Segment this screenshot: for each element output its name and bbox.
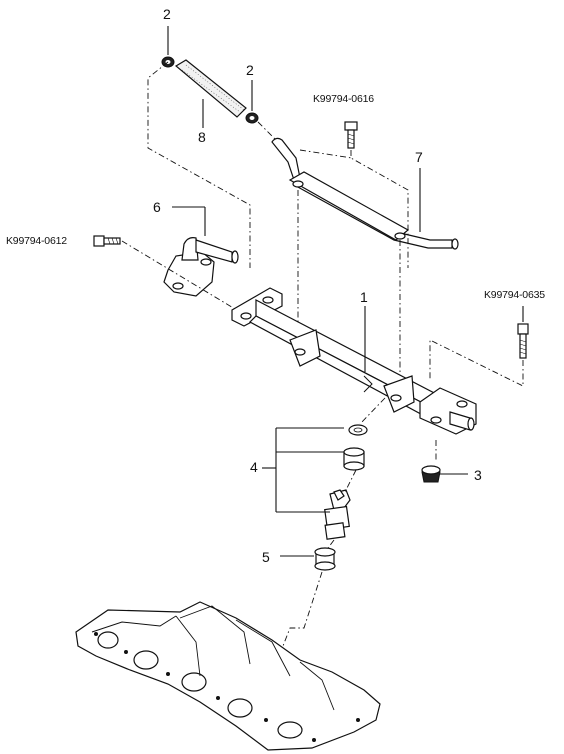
callout-2-lower: 2 xyxy=(246,62,254,78)
callout-6: 6 xyxy=(153,199,161,215)
callout-2-top: 2 xyxy=(163,6,171,22)
o-ring xyxy=(348,424,368,436)
fuel-rail xyxy=(231,287,477,435)
callout-8: 8 xyxy=(198,129,206,145)
callout-bolt-0635: K99794-0635 xyxy=(484,289,545,301)
intake-manifold xyxy=(75,601,381,751)
callout-7: 7 xyxy=(415,149,423,165)
bolt-0612 xyxy=(93,235,121,247)
inlet-fitting xyxy=(163,237,239,297)
callout-bolt-0616: K99794-0616 xyxy=(313,93,374,105)
insulator xyxy=(343,447,365,471)
callout-bolt-0612: K99794-0612 xyxy=(6,235,67,247)
fuel-injector xyxy=(324,489,351,540)
return-pipe xyxy=(271,137,459,250)
bolt-0635 xyxy=(517,323,529,359)
hose-clamp-lower xyxy=(245,112,259,124)
lower-insulator xyxy=(314,547,336,571)
fuel-hose xyxy=(174,59,247,118)
bolt-0616 xyxy=(344,121,358,149)
callout-4: 4 xyxy=(250,459,258,475)
callout-5: 5 xyxy=(262,549,270,565)
callout-3: 3 xyxy=(474,467,482,483)
callout-1: 1 xyxy=(360,289,368,305)
grommet xyxy=(421,465,441,483)
